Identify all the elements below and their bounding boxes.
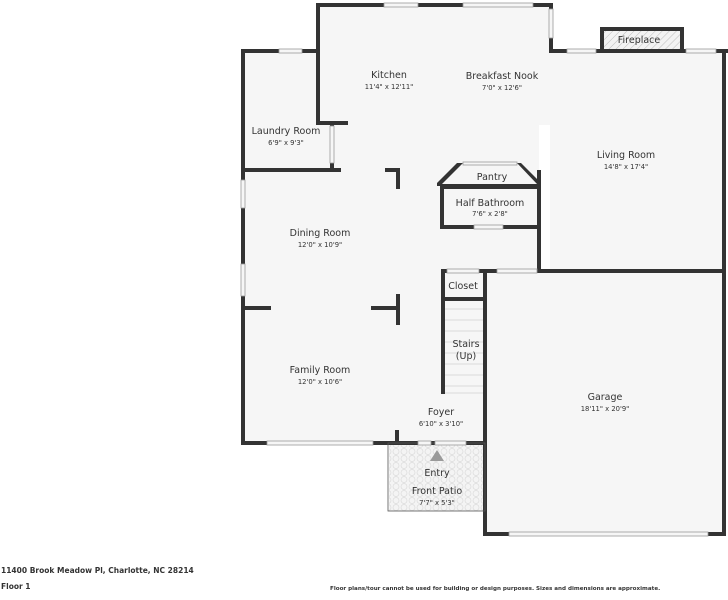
room-name-pantry: Pantry: [477, 172, 508, 183]
room-name-family-room: Family Room: [290, 365, 351, 376]
room-name-living-room: Living Room: [597, 150, 655, 161]
disclaimer-text: Floor plans/tour cannot be used for buil…: [330, 586, 661, 592]
floor-fills: [243, 5, 724, 534]
room-name-kitchen: Kitchen: [371, 70, 407, 81]
room-dims-half-bathroom: 7'6" x 2'8": [472, 210, 508, 218]
room-name-fireplace: Fireplace: [618, 35, 661, 46]
room-dims-living-room: 14'8" x 17'4": [604, 163, 648, 171]
room-dims-laundry-room: 6'9" x 9'3": [268, 139, 304, 147]
floor-label: Floor 1: [1, 582, 31, 591]
room-dims-foyer: 6'10" x 3'10": [419, 420, 463, 428]
room-name-garage: Garage: [588, 392, 623, 403]
room-dims-front-patio: 7'7" x 5'3": [419, 499, 455, 507]
room-name-entry: Entry: [424, 468, 450, 479]
room-name-foyer: Foyer: [428, 407, 454, 418]
room-name-laundry-room: Laundry Room: [252, 126, 321, 137]
room-dims-dining-room: 12'0" x 10'9": [298, 241, 342, 249]
room-dims-kitchen: 11'4" x 12'11": [365, 83, 414, 91]
property-address: 11400 Brook Meadow Pl, Charlotte, NC 282…: [1, 566, 194, 575]
windows: [240, 2, 717, 537]
room-dims-breakfast-nook: 7'0" x 12'6": [482, 84, 522, 92]
room-dims-family-room: 12'0" x 10'6": [298, 378, 342, 386]
room-labels: Kitchen 11'4" x 12'11" Breakfast Nook 7'…: [252, 35, 661, 507]
stair-treads: [445, 308, 483, 394]
fireplace-hatch: [603, 30, 681, 50]
entry-arrow-icon: [430, 450, 444, 461]
room-name-stairs-up: (Up): [456, 351, 476, 362]
room-dims-garage: 18'11" x 20'9": [581, 405, 630, 413]
room-name-half-bathroom: Half Bathroom: [456, 198, 525, 209]
room-name-dining-room: Dining Room: [290, 228, 351, 239]
room-name-stairs: Stairs: [452, 339, 479, 350]
room-name-closet: Closet: [448, 281, 478, 292]
room-name-breakfast-nook: Breakfast Nook: [466, 71, 539, 82]
room-name-front-patio: Front Patio: [412, 486, 463, 497]
